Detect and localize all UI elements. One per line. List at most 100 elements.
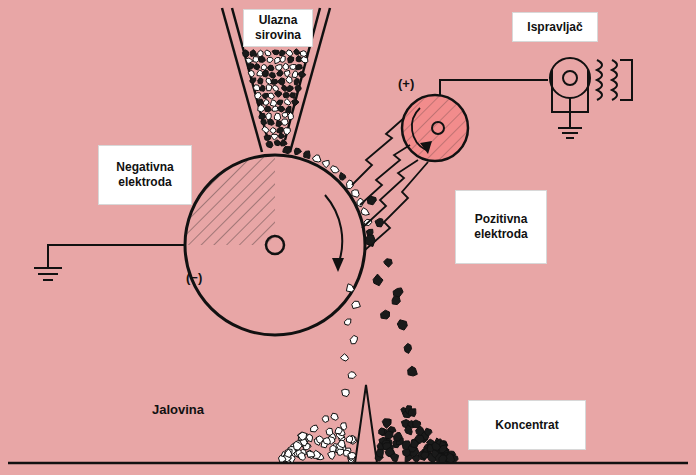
particle: [278, 133, 284, 139]
particle: [292, 71, 298, 78]
particle: [271, 134, 278, 140]
particle: [322, 160, 329, 167]
particle: [264, 100, 270, 106]
particle: [268, 119, 275, 125]
particle: [270, 128, 276, 134]
particle: [277, 100, 283, 106]
particle: [273, 85, 279, 91]
particle: [265, 50, 271, 56]
particle: [405, 425, 413, 435]
particle: [250, 78, 256, 84]
particle: [421, 452, 429, 459]
particle: [367, 196, 376, 205]
flow-splitter: [355, 385, 377, 463]
particle: [294, 148, 301, 155]
particle: [277, 106, 285, 112]
particle: [328, 451, 336, 459]
particle: [439, 455, 447, 463]
particle: [286, 50, 293, 57]
particle: [384, 259, 393, 268]
particle: [284, 128, 291, 135]
particle: [397, 320, 407, 330]
particle: [286, 85, 293, 91]
particle: [250, 50, 257, 57]
rectifier-wire: [440, 58, 632, 138]
particle: [432, 442, 441, 451]
particle: [301, 57, 308, 63]
particle: [282, 113, 288, 118]
particle: [277, 70, 283, 77]
particle: [337, 449, 344, 455]
particle: [385, 431, 393, 439]
particle: [285, 449, 292, 457]
label-box: Negativna elektroda: [98, 145, 192, 205]
particle: [242, 50, 249, 58]
particle: [379, 428, 385, 436]
feed-hopper: [222, 8, 330, 152]
particle: [344, 319, 351, 325]
particle: [424, 428, 432, 436]
particle: [298, 453, 306, 461]
particle: [258, 105, 265, 112]
particle: [292, 99, 299, 105]
particle: [254, 63, 260, 70]
polarity-sign: (−): [186, 270, 202, 285]
ground-wire: [34, 245, 185, 280]
particle: [383, 443, 391, 450]
particle: [274, 140, 281, 146]
particle: [352, 301, 361, 308]
particle: [306, 434, 312, 442]
particle: [267, 57, 273, 62]
particle: [259, 114, 266, 120]
particle: [284, 70, 290, 76]
particle: [326, 428, 333, 435]
corona-discharge: [352, 118, 428, 250]
negative-drum: [180, 150, 365, 335]
particle: [346, 284, 354, 292]
particle: [278, 78, 285, 86]
particle: [312, 155, 321, 162]
particle: [413, 420, 421, 428]
particle: [261, 120, 267, 125]
particle: [348, 372, 356, 379]
particle: [307, 451, 315, 457]
label-box: Ulazna sirovina: [243, 9, 313, 47]
particle: [316, 436, 324, 444]
particle: [290, 93, 295, 99]
particle: [298, 71, 306, 77]
particle: [342, 389, 350, 396]
particle: [304, 151, 310, 159]
particle: [323, 438, 330, 445]
particle: [264, 135, 270, 140]
particle: [331, 413, 338, 420]
particle: [280, 50, 286, 56]
particle: [262, 127, 269, 134]
particle: [284, 99, 291, 106]
particle: [295, 85, 301, 91]
particle: [381, 310, 390, 319]
box-text: Negativna elektroda: [104, 160, 186, 190]
particle: [338, 440, 345, 448]
particle: [275, 91, 282, 97]
particle: [275, 58, 281, 64]
particle: [346, 436, 352, 443]
output-label: Jalovina: [152, 402, 204, 417]
particle: [322, 416, 328, 423]
particle: [271, 79, 278, 84]
particle: [335, 427, 342, 434]
particle: [259, 56, 266, 62]
particle: [246, 58, 253, 63]
particle: [261, 65, 266, 71]
particle: [248, 64, 254, 70]
particle: [404, 343, 411, 353]
particle: [270, 100, 276, 107]
particle: [272, 50, 280, 55]
particle: [254, 85, 261, 91]
particle: [260, 85, 266, 91]
particle: [288, 112, 294, 119]
particle: [281, 140, 288, 146]
particle: [376, 449, 383, 458]
particle: [393, 288, 403, 297]
particle: [366, 235, 376, 245]
